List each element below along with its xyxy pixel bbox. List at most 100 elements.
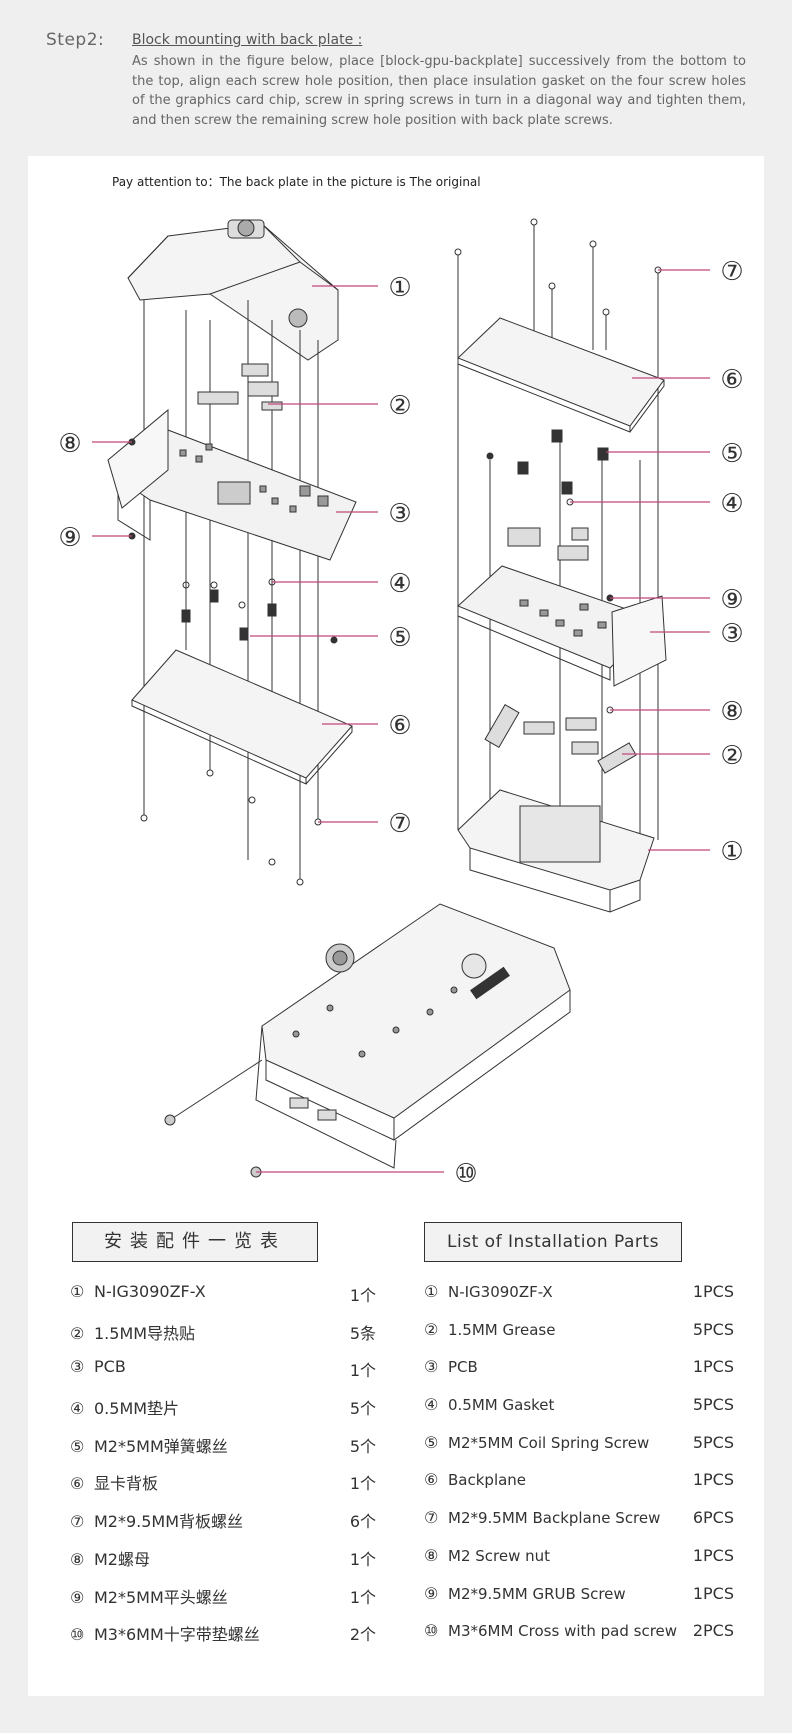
item-qty: 1个 [349,1587,376,1607]
callout-9-left: ⑨ [58,523,81,553]
item-qty: 5PCS [692,1395,734,1415]
item-number: ⑩ [424,1621,439,1641]
callout-6-left: ⑥ [388,711,411,741]
item-name: M2*9.5MM背板螺丝 [94,1512,244,1532]
item-number: ③ [424,1357,439,1377]
callout-1-right: ① [720,837,743,867]
item-qty: 1个 [349,1286,376,1305]
item-number: ① [424,1282,439,1301]
item-number: ⑥ [424,1470,439,1490]
item-number: ② [424,1319,439,1339]
step-description: As shown in the figure below, place [blo… [132,54,746,128]
panel-note: Pay attention to：The back plate in the p… [112,175,481,189]
item-name: 1.5MM Grease [448,1320,556,1339]
callout-9-right: ⑨ [720,585,743,615]
item-qty: 5个 [349,1436,376,1456]
left-assembly [107,219,357,886]
list-item: ④ 0.5MM垫片 5个 [70,1395,376,1433]
item-name: M2*9.5MM Backplane Screw [448,1509,661,1528]
item-name: 0.5MM垫片 [94,1399,180,1419]
item-number: ⑩ [70,1625,85,1645]
list-item: ⑤ M2*5MM弹簧螺丝 5个 [70,1433,376,1471]
item-name: M2 Screw nut [448,1546,551,1565]
item-number: ⑧ [424,1545,439,1565]
item-number: ⑦ [424,1508,439,1528]
item-name: M3*6MM Cross with pad screw [448,1622,678,1641]
item-qty: 2个 [349,1625,376,1645]
item-name: M2*9.5MM GRUB Screw [448,1584,626,1603]
callout-1-left: ① [388,273,411,303]
item-name: 0.5MM Gasket [448,1396,555,1415]
item-qty: 5条 [349,1323,376,1343]
item-number: ⑥ [70,1474,85,1494]
list-item: ⑧ M2 Screw nut 1PCS [424,1546,734,1584]
callout-2-left: ② [388,391,411,421]
item-qty: 1PCS [692,1282,734,1301]
item-name: N-IG3090ZF-X [448,1283,553,1301]
item-name: Backplane [448,1471,527,1490]
item-name: M3*6MM十字带垫螺丝 [94,1625,260,1645]
step-label: Step2: [46,30,105,50]
list-item: ⑥ Backplane 1PCS [424,1470,734,1508]
leader-lines [92,269,710,1173]
callout-2-right: ② [720,741,743,771]
callout-7-right: ⑦ [720,257,743,287]
list-item: ② 1.5MM Grease 5PCS [424,1320,734,1358]
exploded-diagram: ① ② ③ ④ ⑤ ⑥ ⑦ ⑧ ⑨ ⑦ ⑥ ⑤ ④ ⑨ ③ ⑧ ② ① ⑩ [58,218,744,1189]
item-number: ① [70,1282,85,1301]
item-qty: 5个 [349,1399,376,1419]
parts-cn-title: 安装配件一览表 [72,1222,318,1262]
parts-en-title: List of Installation Parts [424,1222,682,1262]
list-item: ⑨ M2*9.5MM GRUB Screw 1PCS [424,1584,734,1622]
callout-5-right: ⑤ [720,439,743,469]
item-number: ⑦ [70,1512,85,1532]
callout-8-right: ⑧ [720,697,743,727]
list-item: ⑩ M3*6MM Cross with pad screw 2PCS [424,1621,734,1659]
callout-4-left: ④ [388,569,411,599]
item-qty: 1PCS [692,1470,734,1490]
step-title: Block mounting with back plate : [132,32,363,48]
item-number: ③ [70,1357,85,1377]
list-item: ⑦ M2*9.5MM Backplane Screw 6PCS [424,1508,734,1546]
callout-7-left: ⑦ [388,809,411,839]
item-name: PCB [94,1357,126,1377]
item-qty: 1个 [349,1474,376,1494]
callout-5-left: ⑤ [388,623,411,653]
item-qty: 1PCS [692,1583,734,1603]
item-qty: 1个 [349,1549,376,1569]
item-qty: 5PCS [692,1432,734,1452]
callout-10: ⑩ [454,1159,477,1189]
diagram-panel [28,156,764,1696]
item-number: ④ [424,1395,439,1415]
list-item: ④ 0.5MM Gasket 5PCS [424,1395,734,1433]
item-qty: 6PCS [692,1508,734,1528]
item-qty: 1PCS [692,1545,734,1565]
item-name: M2*5MM Coil Spring Screw [448,1433,650,1452]
item-qty: 1个 [349,1361,376,1381]
item-name: M2螺母 [94,1549,150,1569]
list-item: ① N-IG3090ZF-X 1个 [70,1282,376,1320]
item-qty: 2PCS [692,1621,734,1641]
assembled-view [164,903,571,1178]
list-item: ③ PCB 1个 [70,1357,376,1395]
callout-3-left: ③ [388,499,411,529]
item-name: N-IG3090ZF-X [94,1282,206,1301]
item-number: ② [70,1323,85,1343]
item-number: ④ [70,1399,85,1419]
item-number: ⑤ [424,1432,439,1452]
item-number: ⑨ [70,1587,85,1607]
item-number: ⑤ [70,1436,85,1456]
callout-8-left: ⑧ [58,429,81,459]
item-qty: 5PCS [692,1319,734,1339]
item-name: M2*5MM弹簧螺丝 [94,1436,228,1456]
item-number: ⑨ [424,1583,439,1603]
item-qty: 1PCS [692,1357,734,1377]
callout-3-right: ③ [720,619,743,649]
